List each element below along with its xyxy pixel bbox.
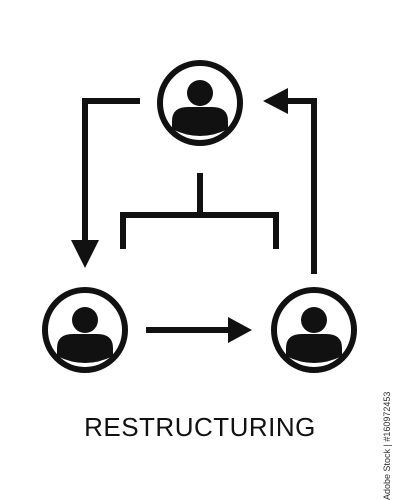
stock-id-watermark: Adobe Stock | #160972453 bbox=[382, 391, 392, 500]
arrow-bottom-right-to-top bbox=[263, 88, 317, 274]
arrow-top-to-bottom-left bbox=[71, 98, 140, 268]
diagram-caption: RESTRUCTURING bbox=[84, 412, 316, 442]
person-icon-bottom-right bbox=[274, 290, 354, 370]
person-icon-top bbox=[160, 63, 240, 143]
hierarchy-bracket bbox=[120, 173, 279, 249]
person-icon-bottom-left bbox=[45, 290, 125, 370]
arrow-bottom-left-to-bottom-right bbox=[146, 317, 252, 343]
